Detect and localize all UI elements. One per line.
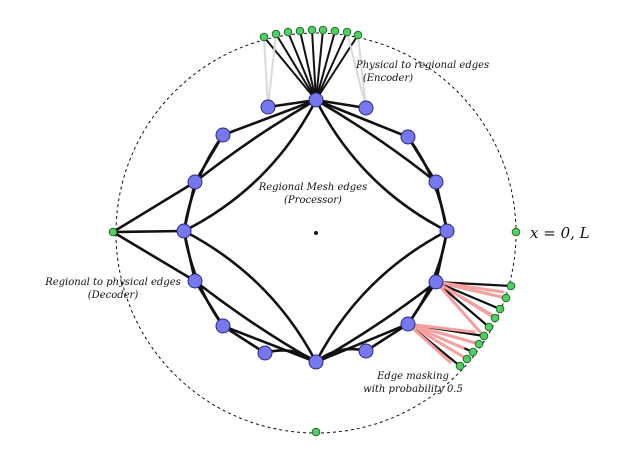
nodes-layer bbox=[108, 25, 521, 437]
mesh-edge-curved bbox=[314, 229, 448, 363]
mesh-edge-curved bbox=[183, 99, 318, 233]
encoder-edge-faded bbox=[346, 31, 367, 109]
masked-edge bbox=[406, 322, 452, 364]
masking-label-line2: with probability 0.5 bbox=[363, 384, 463, 395]
regional-node bbox=[215, 318, 231, 334]
physical-node bbox=[484, 322, 494, 332]
encoder-edge bbox=[315, 29, 324, 101]
regional-node bbox=[428, 274, 444, 290]
physical-node bbox=[501, 293, 511, 303]
decoder-label-line1: Regional to physical edges bbox=[44, 277, 181, 288]
regional-node bbox=[428, 174, 444, 190]
mesh-edge bbox=[221, 98, 318, 137]
physical-node bbox=[259, 32, 269, 42]
regional-node bbox=[308, 354, 324, 370]
physical-node bbox=[495, 304, 505, 314]
encoder-edge-faded bbox=[267, 33, 277, 108]
regional-node bbox=[187, 174, 203, 190]
decoder-edge bbox=[111, 180, 197, 234]
physical-node bbox=[271, 29, 281, 39]
physical-node bbox=[462, 354, 472, 364]
physical-node bbox=[511, 227, 521, 237]
encoder-edge bbox=[287, 31, 317, 101]
regional-node bbox=[400, 129, 416, 145]
processor-label-line2: (Processor) bbox=[284, 195, 342, 206]
mesh-edge bbox=[314, 322, 410, 364]
physical-node bbox=[330, 26, 340, 36]
physical-node bbox=[490, 313, 500, 323]
masked-edge bbox=[434, 280, 494, 317]
decoder-label-line2: (Decoder) bbox=[88, 290, 139, 301]
encoder-label-line1: Physical to regional edges bbox=[355, 60, 489, 71]
regional-node bbox=[260, 99, 276, 115]
physical-node bbox=[295, 26, 305, 36]
regional-node bbox=[215, 127, 231, 143]
physical-node bbox=[455, 361, 465, 371]
physical-node bbox=[474, 339, 484, 349]
physical-node bbox=[283, 27, 293, 37]
physical-node bbox=[506, 281, 516, 291]
regional-node bbox=[439, 223, 455, 239]
regional-node bbox=[187, 273, 203, 289]
mesh-edge-curved bbox=[315, 98, 437, 184]
processor-label-line1: Regional Mesh edges bbox=[258, 182, 368, 193]
encoder-edge-faded bbox=[263, 36, 269, 108]
decoder-edge bbox=[434, 280, 491, 329]
mesh-edge-curved bbox=[315, 280, 437, 364]
physical-node bbox=[307, 25, 317, 35]
encoder-edge bbox=[299, 30, 317, 101]
physical-node bbox=[108, 227, 118, 237]
regional-node bbox=[358, 343, 374, 359]
encoder-edge bbox=[315, 30, 336, 101]
regional-node bbox=[176, 223, 192, 239]
encoder-edge bbox=[275, 33, 317, 101]
physical-node bbox=[342, 27, 352, 37]
decoder-edge bbox=[111, 230, 197, 283]
mesh-edge-curved bbox=[183, 229, 318, 363]
regional-node bbox=[400, 316, 416, 332]
encoder-edge-faded bbox=[357, 34, 367, 109]
encoder-edge bbox=[263, 36, 317, 101]
masked-edge bbox=[406, 322, 465, 350]
mesh-edge bbox=[314, 98, 410, 139]
masked-edge bbox=[434, 280, 483, 335]
regional-node bbox=[358, 100, 374, 116]
masked-edge bbox=[406, 322, 481, 346]
center-point bbox=[314, 231, 318, 235]
decoder-edge bbox=[434, 280, 502, 311]
boundary-label: x = 0, L bbox=[530, 224, 590, 242]
masked-edge bbox=[434, 280, 505, 294]
physical-node bbox=[353, 30, 363, 40]
regional-node bbox=[308, 92, 324, 108]
mesh-edge bbox=[221, 324, 318, 364]
physical-node bbox=[318, 25, 328, 35]
physical-node bbox=[479, 331, 489, 341]
encoder-label-line2: (Encoder) bbox=[363, 73, 413, 84]
physical-node bbox=[311, 427, 321, 437]
encoder-edge bbox=[315, 31, 348, 101]
masked-edge bbox=[406, 322, 476, 334]
mesh-edge-curved bbox=[194, 279, 317, 364]
encoder-edge bbox=[311, 29, 317, 101]
mesh-edge-curved bbox=[314, 99, 448, 233]
masking-label-line1: Edge masking bbox=[376, 371, 449, 382]
physical-node bbox=[468, 347, 478, 357]
regional-node bbox=[257, 345, 273, 361]
decoder-edge bbox=[111, 229, 186, 234]
mesh-edge-curved bbox=[194, 98, 317, 184]
